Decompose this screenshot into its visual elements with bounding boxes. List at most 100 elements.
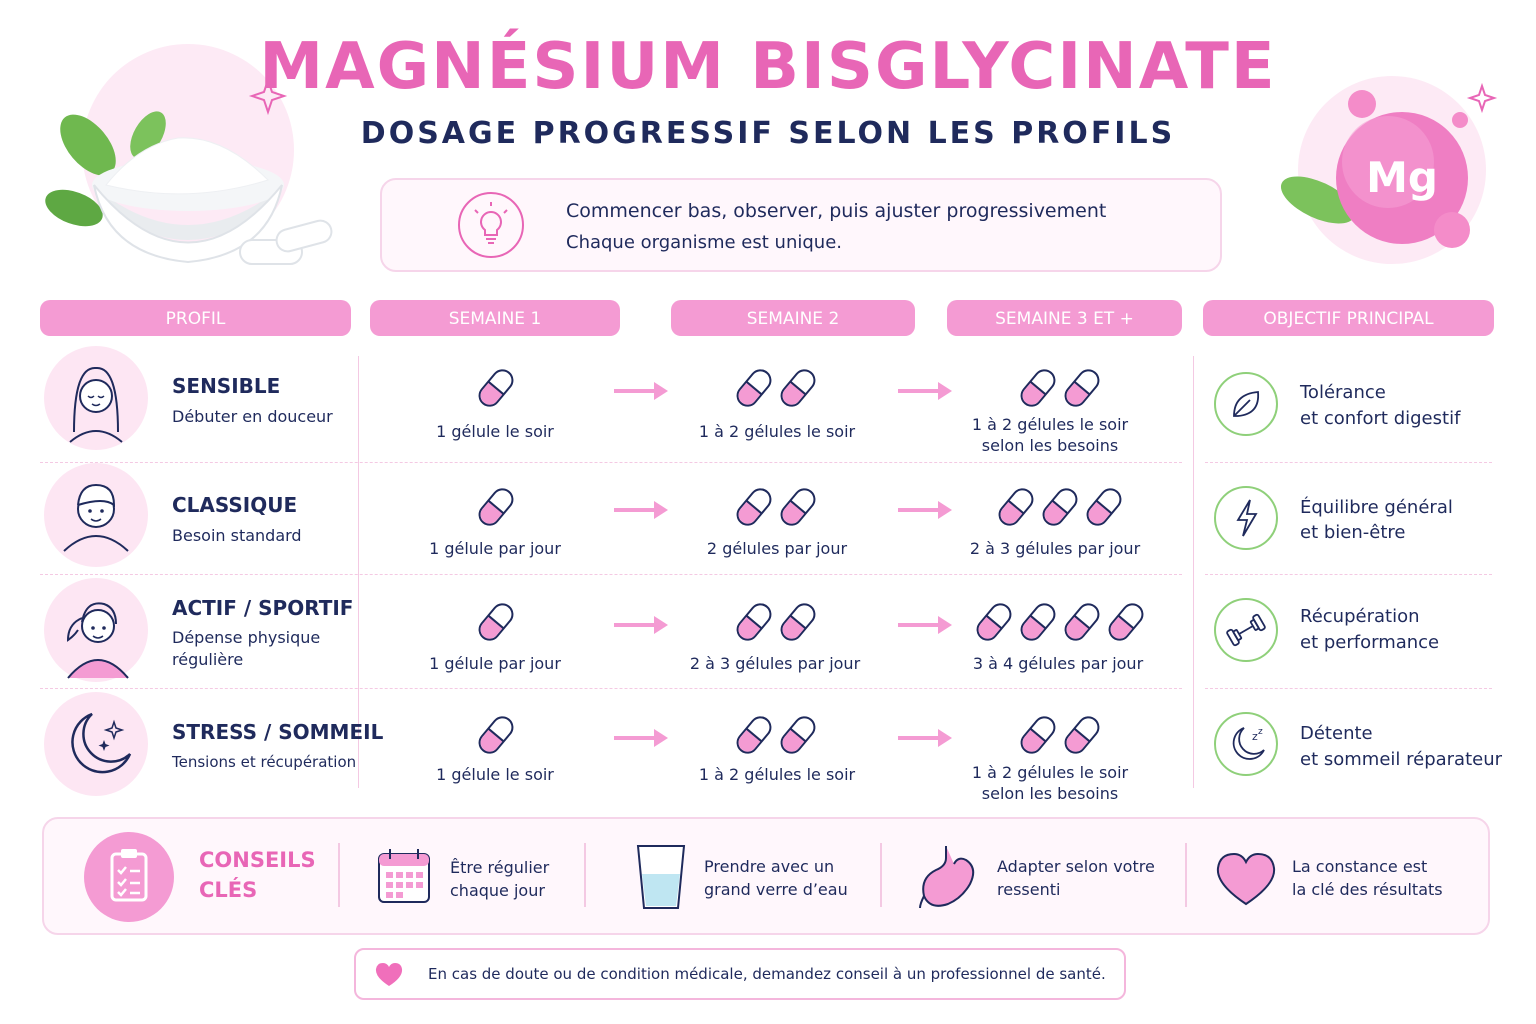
profile-description: Besoin standard [172, 526, 302, 545]
capsule-icon [1042, 488, 1078, 526]
row-divider [40, 574, 1182, 575]
dose-week-2: 2 gélules par jour [706, 539, 848, 558]
moon-stars-icon [44, 692, 148, 796]
tips-divider [584, 843, 586, 907]
heart-icon [1214, 850, 1278, 912]
dose-week-2: 1 à 2 gélules le soir [698, 422, 856, 441]
capsule-icon [736, 716, 772, 754]
tips-divider [338, 843, 340, 907]
tips-divider [1185, 843, 1187, 907]
disclaimer-box: En cas de doute ou de condition médicale… [354, 948, 1126, 1000]
goal-line-1: Équilibre général [1300, 497, 1453, 518]
goal-line-2: et sommeil réparateur [1300, 749, 1503, 770]
column-header-profil: PROFIL [40, 300, 351, 336]
capsule-icon [1064, 369, 1100, 407]
tip-line-2: grand verre d’eau [704, 880, 848, 899]
page-subtitle: DOSAGE PROGRESSIF SELON LES PROFILS [360, 116, 1176, 151]
profile-name: ACTIF / SPORTIF [172, 596, 354, 620]
dose-week-1: 1 gélule le soir [436, 765, 554, 784]
svg-text:z: z [1252, 730, 1258, 743]
capsule-icon [780, 369, 816, 407]
arrow-right-icon [614, 501, 668, 519]
profile-name: CLASSIQUE [172, 493, 298, 517]
profile-description: Débuter en douceur [172, 407, 333, 426]
dose-week-1: 1 gélule par jour [429, 539, 561, 558]
capsule-icon [780, 488, 816, 526]
calendar-icon [376, 846, 432, 910]
capsule-icon [976, 603, 1012, 641]
intro-box: Commencer bas, observer, puis ajuster pr… [380, 178, 1222, 272]
goal-line-1: Récupération [1300, 606, 1420, 627]
column-divider [358, 356, 359, 788]
leaf-icon [1214, 372, 1278, 436]
tip-line-2: la clé des résultats [1292, 880, 1443, 899]
capsule-icon [736, 603, 772, 641]
arrow-right-icon [898, 616, 952, 634]
capsule-icon [1108, 603, 1144, 641]
tip-line-1: Être régulier [450, 858, 550, 877]
row-divider [1205, 462, 1492, 463]
dose-week-3-note: selon les besoins [981, 784, 1119, 803]
intro-line-2: Chaque organisme est unique. [566, 232, 842, 253]
water-glass-icon [634, 842, 688, 916]
column-header-semaine-2: SEMAINE 2 [671, 300, 915, 336]
goal-line-1: Détente [1300, 723, 1373, 744]
capsule-icon [1020, 716, 1056, 754]
tip-line-1: Prendre avec un [704, 857, 835, 876]
stomach-icon [916, 842, 982, 914]
lightning-icon [1214, 486, 1278, 550]
capsule-icon [478, 716, 514, 754]
heart-icon [375, 963, 403, 986]
goal-line-2: et performance [1300, 632, 1440, 653]
goal-line-2: et bien-être [1300, 522, 1406, 543]
tip-line-1: Adapter selon votre [997, 857, 1155, 876]
capsule-icon [1064, 716, 1100, 754]
dose-week-3: 3 à 4 gélules par jour [972, 654, 1144, 673]
powder-bowl-illustration [45, 44, 333, 265]
calm-face-icon [44, 346, 148, 450]
disclaimer-text: En cas de doute ou de condition médicale… [428, 965, 1106, 983]
arrow-right-icon [898, 501, 952, 519]
row-divider [1205, 688, 1492, 689]
arrow-right-icon [614, 382, 668, 400]
column-header-objectif: OBJECTIF PRINCIPAL [1203, 300, 1494, 336]
dose-week-1: 1 gélule par jour [429, 654, 561, 673]
capsule-icon [998, 488, 1034, 526]
profile-name: SENSIBLE [172, 374, 281, 398]
dose-week-1: 1 gélule le soir [436, 422, 554, 441]
capsule-icon [1020, 603, 1056, 641]
dumbbell-icon [1214, 598, 1278, 662]
capsule-icon [1020, 369, 1056, 407]
tips-divider [880, 843, 882, 907]
mg-symbol: Mg [1366, 153, 1438, 202]
arrow-right-icon [898, 729, 952, 747]
mg-sphere-illustration: Mg [1280, 76, 1498, 264]
leaf-icon [1280, 176, 1356, 224]
tips-title-line-2: CLÉS [199, 878, 258, 902]
sparkle-icon [1466, 82, 1498, 114]
dose-week-3: 1 à 2 gélules le soir [971, 415, 1129, 434]
capsule-icon [478, 488, 514, 526]
lightbulb-icon [458, 192, 524, 258]
dose-week-3: 2 à 3 gélules par jour [969, 539, 1141, 558]
profile-description: Dépense physique [172, 628, 321, 647]
tip-line-2: chaque jour [450, 881, 545, 900]
dose-week-3-note: selon les besoins [981, 436, 1119, 455]
intro-line-1: Commencer bas, observer, puis ajuster pr… [566, 200, 1107, 222]
sporty-woman-icon [44, 578, 148, 682]
capsule-icon [1064, 603, 1100, 641]
tips-title-line-1: CONSEILS [199, 848, 316, 872]
capsule-icon [1086, 488, 1122, 526]
row-divider [1205, 574, 1492, 575]
profile-description-line-2: régulière [172, 650, 244, 669]
tip-line-1: La constance est [1292, 857, 1428, 876]
row-divider [40, 688, 1182, 689]
capsule-icon [478, 603, 514, 641]
dose-week-2: 2 à 3 gélules par jour [689, 654, 861, 673]
row-divider [40, 462, 1182, 463]
capsule-icon [478, 369, 514, 407]
tip-line-2: ressenti [997, 880, 1061, 899]
profile-description: Tensions et récupération [172, 753, 357, 771]
